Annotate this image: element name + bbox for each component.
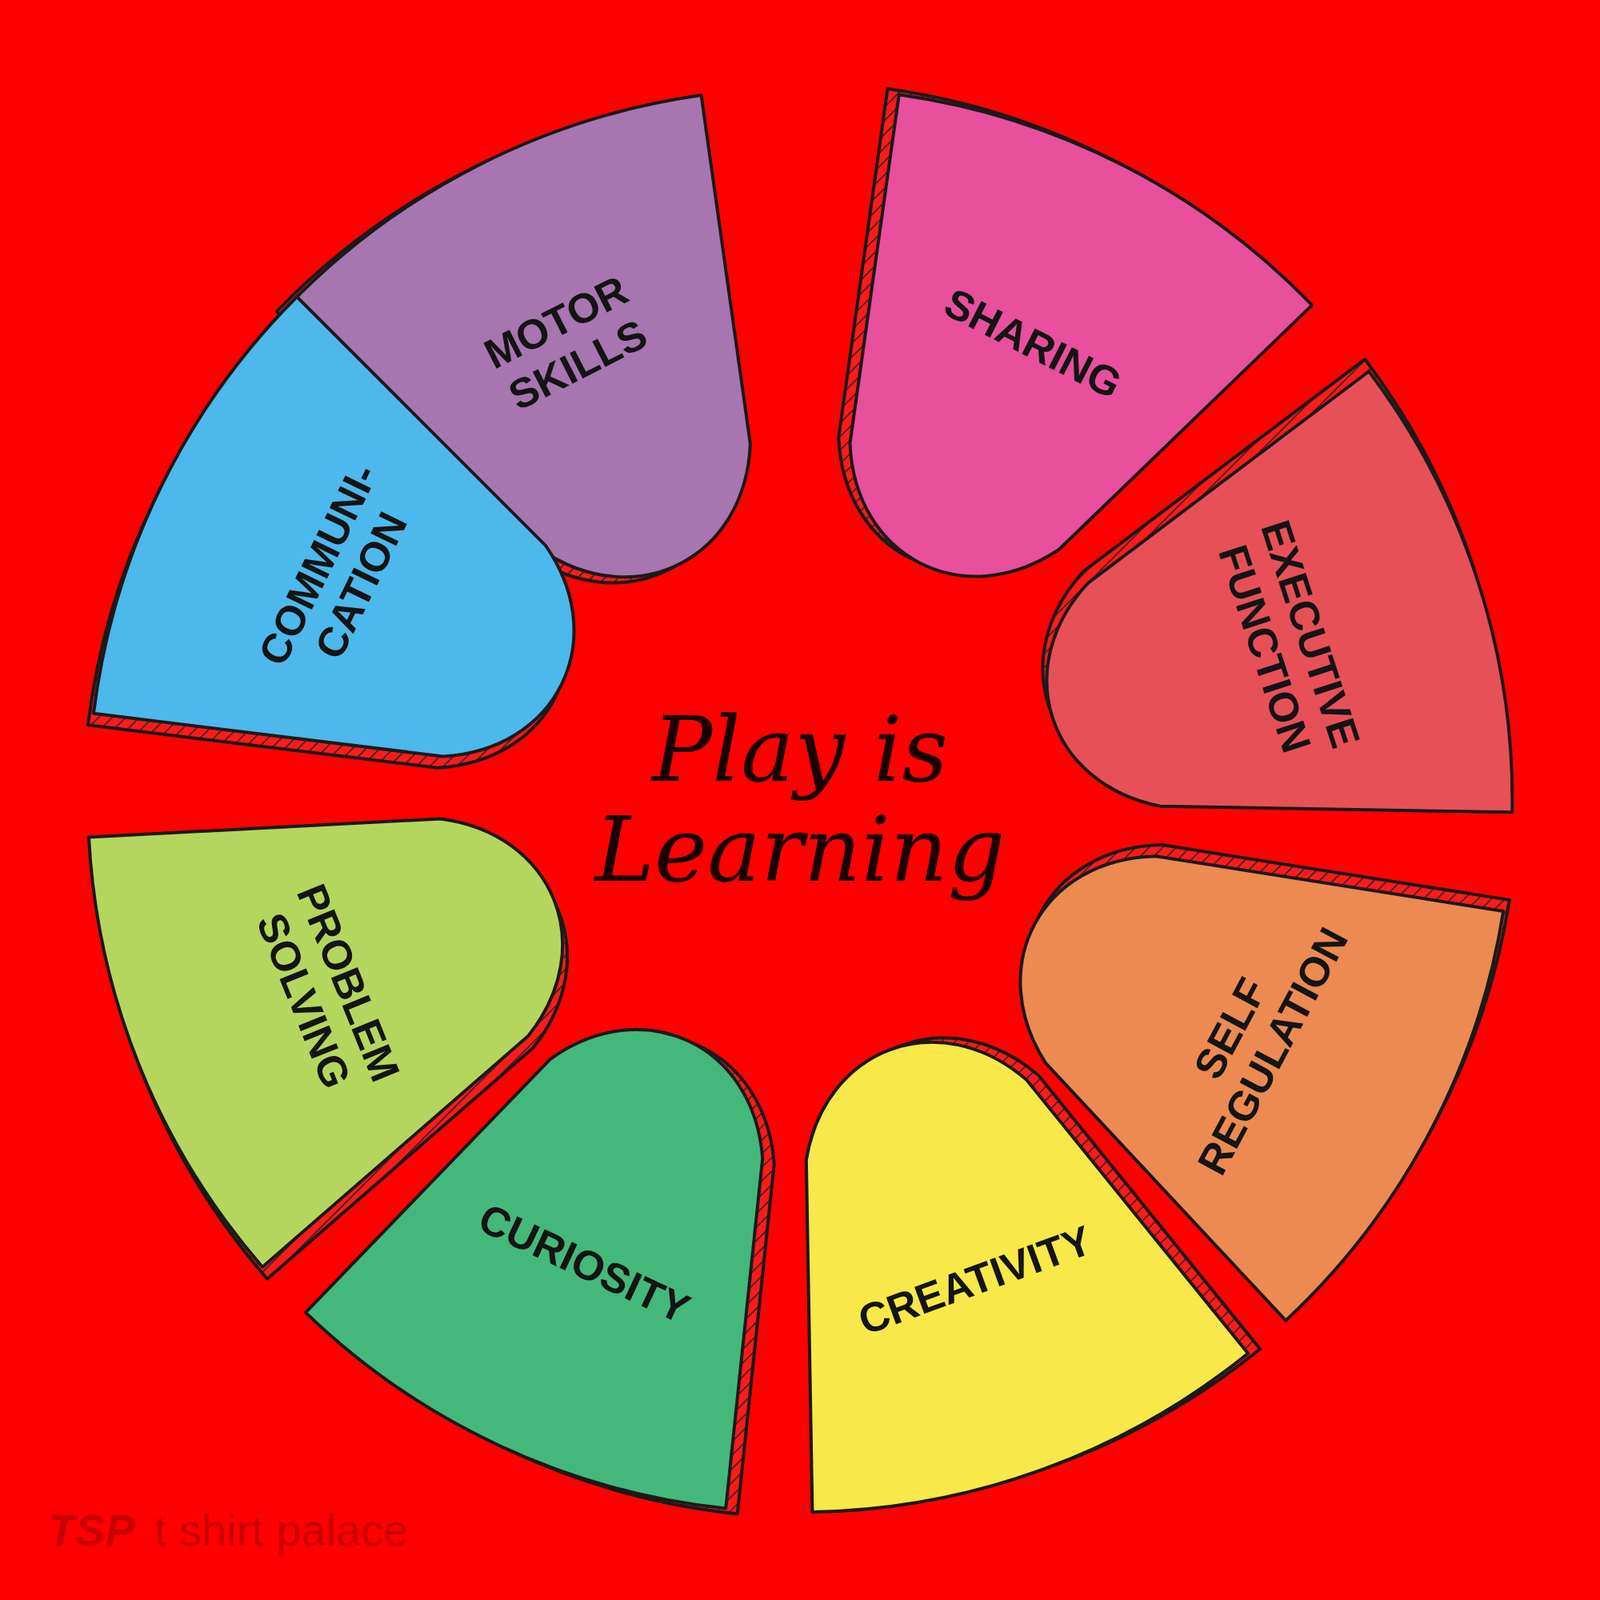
segment-face bbox=[1046, 371, 1512, 812]
segment-node: PROBLEM SOLVING bbox=[64, 788, 654, 1304]
segment-face bbox=[88, 819, 563, 1268]
segment-face bbox=[806, 1042, 1248, 1512]
segment-node: EXECUTIVE FUNCTION bbox=[957, 335, 1536, 836]
watermark-logo: TSP bbox=[48, 1504, 136, 1556]
watermark-text: t shirt palace bbox=[154, 1504, 409, 1556]
segment-face bbox=[93, 296, 574, 756]
center-title: Play is Learning bbox=[595, 700, 1006, 901]
